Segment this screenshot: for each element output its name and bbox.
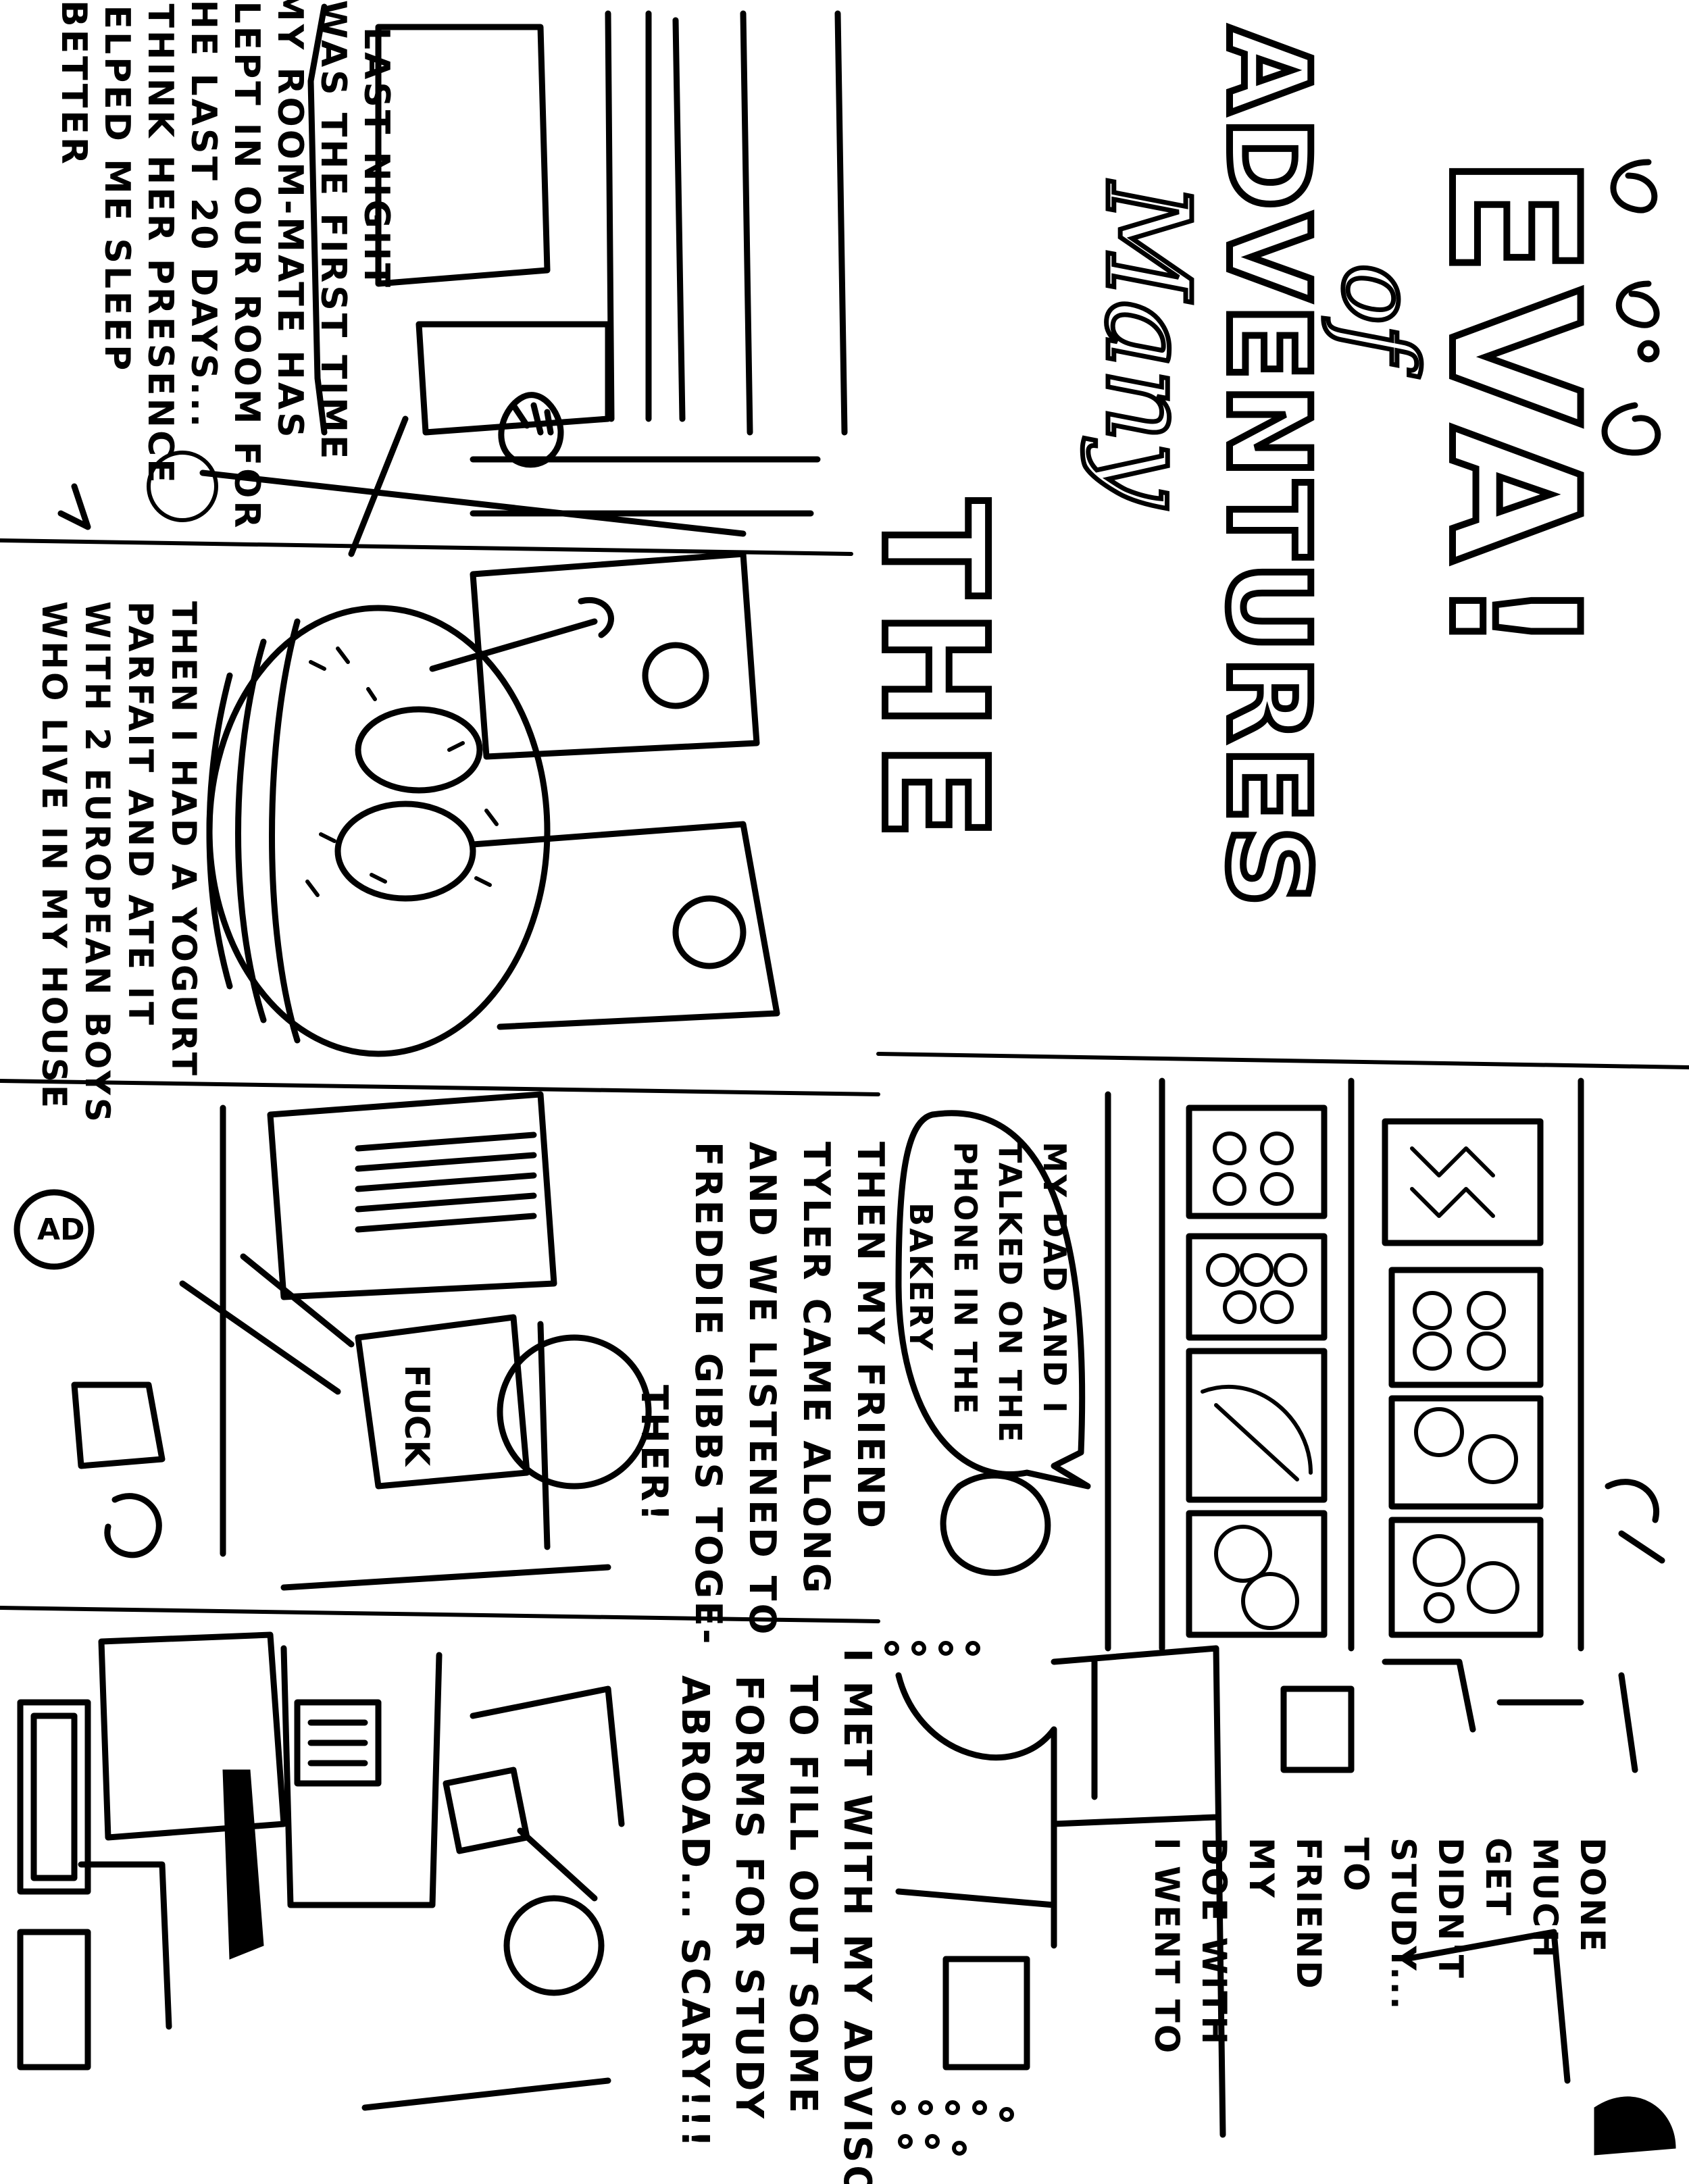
chair-right <box>470 551 780 1030</box>
flag-stripes <box>355 1132 537 1233</box>
text-line: WITH 2 EUROPEAN BOYS <box>78 601 117 1125</box>
text-line: MUCH <box>1526 1837 1565 1960</box>
person-dark-hair <box>222 1769 264 1960</box>
friend-head <box>497 1334 652 1490</box>
svg-text:THEN MY FRIEND TYLER C: THEN MY FRIEND TYLER CAME ALONG AND WE L… <box>633 1142 892 1662</box>
text-line: I MET WITH MY ADVISOR <box>835 1648 879 2184</box>
svg-text:THEN I HAD A YOGURT PA: THEN I HAD A YOGURT PARFAIT AND ATE IT W… <box>34 601 203 1139</box>
text-line: PARFAIT AND ATE IT <box>121 601 160 1027</box>
title-many: Many <box>1080 180 1214 509</box>
boy-face <box>642 642 709 709</box>
friend-body <box>179 1253 530 1490</box>
dot-pattern <box>884 1641 1014 2156</box>
text-line: FREDDIE GIBBS TOGE- <box>687 1142 730 1647</box>
text-line: THE LAST 20 DAYS... <box>183 0 224 430</box>
library-text: I WENT TO DOE WITH MY FRIEND TO STUDY...… <box>1147 1837 1612 2069</box>
study-table <box>1280 1658 1638 2084</box>
music-text: THEN MY FRIEND TYLER CAME ALONG AND WE L… <box>633 1142 892 1662</box>
couch <box>220 1091 611 1591</box>
text-line: ABROAD... SCARY!!! <box>673 1675 717 2150</box>
text-line: MY DAD AND I <box>1036 1142 1073 1415</box>
text-line: LAST NIGHT <box>356 27 397 290</box>
text-line: MY ROOM-MATE HAS <box>270 0 310 440</box>
display-case <box>1105 1077 1584 1652</box>
svg-text:MY DAD AND I TALKED ON: MY DAD AND I TALKED ON THE PHONE IN THE … <box>903 1142 1073 1457</box>
text-line: I THINK HER PRESENCE <box>140 0 180 486</box>
advisor-text: I MET WITH MY ADVISOR TO FILL OUT SOME F… <box>673 1648 879 2184</box>
swirl-decoration <box>1601 159 1661 456</box>
advisor-face <box>503 1895 605 1996</box>
text-line: SLEPT IN OUR ROOM FOR <box>226 0 267 530</box>
text-line: AND WE LISTENED TO <box>741 1142 784 1637</box>
strawberry <box>355 706 483 794</box>
text-line: DIDN'T <box>1431 1837 1470 1980</box>
bakery-bubble-text: MY DAD AND I TALKED ON THE PHONE IN THE … <box>903 1142 1073 1457</box>
text-line: STUDY... <box>1384 1837 1423 2012</box>
person-silhouette <box>940 1472 1665 1576</box>
text-line: FRIEND <box>1289 1837 1328 1991</box>
papers <box>294 1699 530 1854</box>
boy-face <box>672 895 747 969</box>
text-line: WHO LIVE IN MY HOUSE <box>34 601 74 1111</box>
office-furniture <box>78 1631 625 2111</box>
title-adventures: ADVENTURES <box>1203 27 1333 911</box>
text-line: MY <box>1242 1837 1281 1900</box>
title-the: THE <box>851 500 1017 853</box>
roommate-text: LAST NIGHT WAS THE FIRST TIME MY ROOM-MA… <box>53 0 397 546</box>
window-frames <box>17 1699 91 2071</box>
sticker <box>14 1189 95 1270</box>
svg-text:LAST NIGHT WAS THE FIR: LAST NIGHT WAS THE FIRST TIME MY ROOM-MA… <box>53 0 397 546</box>
text-line: THEN MY FRIEND <box>849 1142 892 1531</box>
title-eva: EVA! <box>1411 155 1615 669</box>
svg-text:I WENT TO DOE WITH: I WENT TO DOE WITH MY FRIEND TO STUDY...… <box>1147 1837 1612 2069</box>
person-dark-hair <box>1594 2096 1676 2156</box>
text-line: THEN I HAD A YOGURT <box>164 601 203 1078</box>
text-line: DOE WITH <box>1194 1837 1234 2046</box>
svg-text:I MET WITH MY ADVISOR: I MET WITH MY ADVISOR TO FILL OUT SOME F… <box>673 1648 879 2184</box>
spoon <box>429 597 614 672</box>
panel-parfait: THEN I HAD A YOGURT PARFAIT AND ATE IT W… <box>34 551 780 1139</box>
text-line: GET <box>1478 1837 1517 1917</box>
text-line: TALKED ON THE <box>992 1142 1028 1444</box>
text-line: WAS THE FIRST TIME <box>313 0 353 461</box>
text-line: FORMS FOR STUDY <box>727 1675 771 2121</box>
text-line: TO <box>1336 1837 1376 1894</box>
cup-stripes <box>206 618 301 1044</box>
bed-drawing <box>199 3 848 557</box>
strawberry <box>334 801 476 902</box>
text-line: THER! <box>633 1385 676 1523</box>
text-line: PHONE IN THE <box>947 1142 984 1416</box>
text-line: HELPED ME SLEEP <box>97 0 137 373</box>
granola-scribbles <box>305 646 499 897</box>
sleeping-figure <box>498 392 564 468</box>
text-line: BAKERY <box>903 1202 939 1352</box>
library-arches <box>895 1645 1226 2138</box>
sticker-text: AD <box>37 1213 85 1247</box>
parfait-text: THEN I HAD A YOGURT PARFAIT AND ATE IT W… <box>34 601 203 1139</box>
panel-library: I WENT TO DOE WITH MY FRIEND TO STUDY...… <box>884 1641 1676 2156</box>
pastries <box>1201 1132 1519 1630</box>
panel-dividers <box>0 538 1689 1623</box>
panel-bakery: MY DAD AND I TALKED ON THE PHONE IN THE … <box>895 1077 1665 1652</box>
title-of: of <box>1320 263 1438 377</box>
text-line: TYLER CAME ALONG <box>795 1142 838 1596</box>
arrow <box>57 483 91 530</box>
panel-advisor: I MET WITH MY ADVISOR TO FILL OUT SOME F… <box>17 1631 879 2184</box>
title-block: THE Many ADVENTURES of EVA! <box>848 24 1661 914</box>
small-face <box>147 451 218 522</box>
text-line: DONE <box>1573 1837 1612 1954</box>
text-line: BETTER <box>53 0 94 167</box>
parfait-cup <box>206 605 551 1057</box>
shirt-text: FUCK <box>397 1365 436 1467</box>
panel-roommate: LAST NIGHT WAS THE FIRST TIME MY ROOM-MA… <box>53 0 848 557</box>
tyler-figure <box>71 1381 166 1558</box>
text-line: I WENT TO <box>1147 1837 1186 2055</box>
panel-music: AD FUCK THEN MY FRIEND TYLER CAME ALONG … <box>14 1091 892 1662</box>
text-line: TO FILL OUT SOME <box>781 1675 825 2116</box>
